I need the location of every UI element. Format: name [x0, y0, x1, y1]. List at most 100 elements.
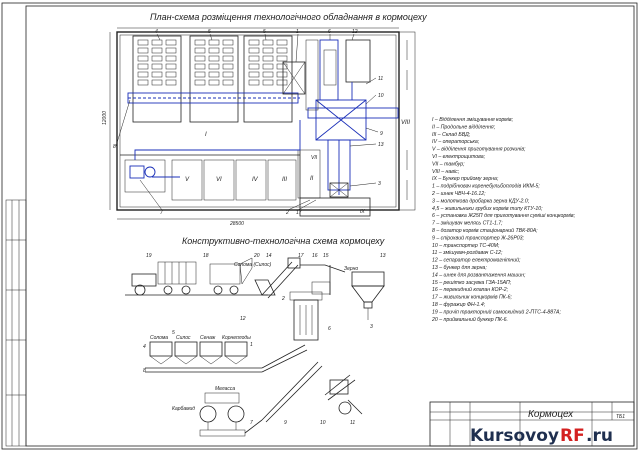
legend-item: IV – операторська; — [432, 139, 480, 145]
plan-num-17: 17 — [296, 210, 302, 216]
room-I: I — [205, 132, 207, 138]
scheme-num-15: 15 — [323, 253, 329, 259]
watermark-part2: RF — [560, 426, 585, 446]
label-melassa: Меласса — [215, 386, 235, 392]
room-VI: VI — [216, 177, 222, 183]
legend-item: 4,5 – живильники грубих кормів типу КТУ-… — [432, 206, 543, 212]
plan-num-2: 2 — [285, 210, 289, 216]
legend-item: 15 – решітко засувка ГЗА-15АП; — [432, 280, 512, 286]
plan-num-12: 12 — [352, 29, 358, 35]
scheme-num-8: 8 — [143, 368, 146, 374]
room-IV: IV — [252, 177, 259, 183]
legend-item: 3 – молоткова дробарка зерна КДУ-2.0; — [432, 198, 530, 204]
legend-item: III – Склад БВД; — [432, 132, 471, 138]
legend-item: IX – Бункер прийому зерна; — [432, 175, 499, 182]
room-VII: VII — [311, 155, 318, 161]
scheme-num-19: 19 — [146, 253, 152, 259]
plan-num-1: 1 — [296, 29, 299, 35]
label-karbamid: Карбамид — [172, 406, 195, 412]
legend-item: 10 – транспортер ТС-40М; — [432, 243, 500, 249]
scheme-num-11: 11 — [350, 420, 355, 426]
scheme-num-12: 12 — [240, 316, 246, 322]
scheme-num-20: 20 — [253, 253, 260, 259]
legend-item: 14 – шнек для розвантаження машин; — [432, 272, 526, 278]
title-block: Кормоцех ТБ1 — [429, 401, 635, 447]
scheme-num-5: 5 — [172, 330, 175, 336]
legend-item: 11 – змішувач-роздавач С-12; — [432, 250, 503, 256]
scheme-title: Конструктивно-технологічна схема кормоце… — [182, 236, 385, 246]
legend-item: I – Відділення зміщування кормів; — [432, 117, 514, 123]
plan-num-11: 11 — [378, 76, 383, 82]
room-VIII: VIII — [401, 120, 410, 126]
room-V: V — [185, 177, 190, 183]
plan-num-13: 13 — [378, 142, 384, 148]
legend-item: 12 – сепаратор електромагнітний; — [432, 257, 521, 264]
scheme-num-17: 17 — [298, 253, 304, 259]
legend-item: V – відділення приготування розчинів; — [432, 147, 526, 153]
plan-rooms — [120, 120, 321, 201]
plan-right-machinery — [305, 39, 399, 198]
scheme-num-3: 3 — [370, 324, 373, 330]
legend-item: II – Продольне відділення; — [432, 124, 496, 130]
legend-item: 13 – бункер для зерна; — [432, 265, 487, 271]
room-III: III — [282, 177, 287, 183]
scheme-num-1: 1 — [250, 342, 253, 348]
plan-num-5b: 5 — [263, 29, 266, 35]
legend-item: 17 – живильник концкормів ПК-6; — [432, 295, 512, 301]
scheme-num-13: 13 — [380, 253, 386, 259]
scheme-num-7: 7 — [250, 420, 253, 426]
legend-item: 18 – фуражир ФН-1.4; — [432, 302, 486, 308]
scheme-view: Солома (Силос) Зерно Солома Силос Сенаж … — [125, 253, 386, 437]
legend-item: VI – електрощитова; — [432, 154, 486, 160]
left-margin-stamp — [5, 199, 27, 447]
plan-title: План-схема розміщення технологічного обл… — [150, 12, 427, 22]
legend-item: 19 – причіп тракторний самоскидний 2-ПТС… — [432, 308, 561, 315]
label-soloma: Солома — [150, 335, 168, 341]
legend-item: 8 – дозатор кормів стаціонарний ТВК-80А; — [432, 227, 538, 234]
dim-width: 28500 — [229, 221, 244, 227]
plan-num-6: 6 — [328, 29, 331, 35]
scheme-num-18: 18 — [203, 253, 209, 259]
label-solomа-silos: Солома (Силос) — [234, 262, 272, 268]
truck-19 — [131, 261, 197, 296]
watermark-logo: Kursovoy RF .ru — [470, 426, 613, 446]
room-IX: IX — [360, 209, 365, 215]
label-sinazh: Сенаж — [200, 335, 216, 341]
legend-item: 9 – спірохвий транспортер Ж-26Р03; — [432, 234, 525, 241]
label-zerno: Зерно — [344, 266, 358, 272]
plan-num-10: 10 — [378, 93, 384, 99]
scheme-num-14: 14 — [266, 253, 272, 259]
legend-item: 1 – подрібнювач коренебульбоплодів ИКМ-5… — [432, 184, 540, 190]
label-korneplody: Корнеплоды — [222, 335, 251, 341]
plan-view: 12000 28500 — [102, 27, 416, 227]
scheme-num-4: 4 — [143, 344, 146, 350]
plan-num-3: 3 — [378, 181, 381, 187]
scheme-num-2: 2 — [281, 296, 285, 302]
plan-num-7: 7 — [160, 210, 163, 216]
legend-item: 7 – змішувач мелясь СТ1-1.7; — [432, 221, 503, 227]
legend: I – Відділення зміщування кормів;II – Пр… — [431, 117, 576, 323]
scheme-num-16: 16 — [312, 253, 318, 259]
stamp-title: Кормоцех — [528, 409, 574, 420]
dim-height: 12000 — [102, 111, 108, 125]
scheme-num-10: 10 — [320, 420, 326, 426]
legend-item: 2 – шнек ЧВЧ-4-16.12; — [431, 191, 486, 197]
legend-item: 20 – приймальний бункер ПК-6. — [431, 316, 508, 323]
legend-item: VII – тамбур; — [432, 161, 465, 167]
legend-item: VIII – навіс; — [432, 169, 460, 175]
watermark-part1: Kursovoy — [470, 426, 559, 446]
legend-item: 16 – перекидний клапан КОР-2; — [432, 286, 509, 293]
legend-item: 6 – установка Ж25П для приготування сумі… — [432, 213, 576, 219]
plan-num-9: 9 — [380, 131, 383, 137]
scheme-num-6: 6 — [328, 326, 331, 332]
plan-num-8: 8 — [113, 144, 116, 150]
feeder-bays — [127, 35, 300, 123]
watermark-part3: .ru — [586, 426, 613, 446]
room-II: II — [310, 176, 314, 182]
storage-bins — [149, 341, 248, 365]
scheme-num-9: 9 — [284, 420, 287, 426]
label-silos: Силос — [176, 335, 191, 341]
